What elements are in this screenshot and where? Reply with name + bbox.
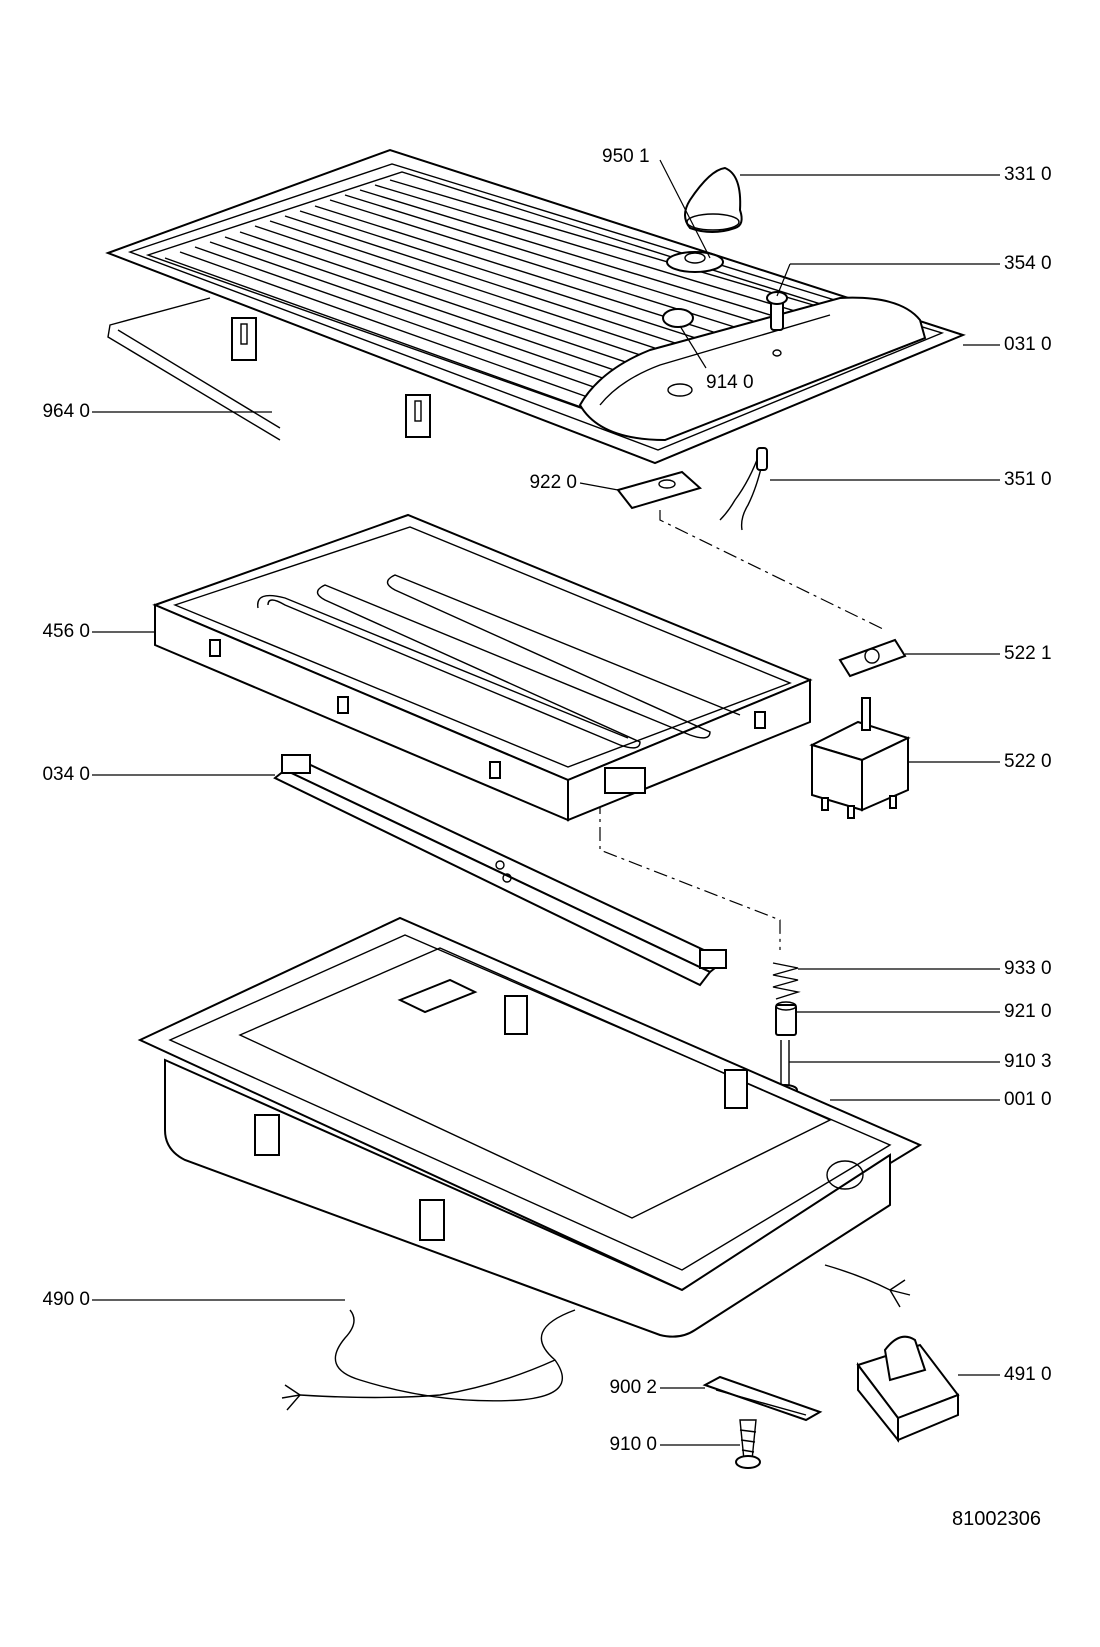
callout-921-0: 921 0 (1004, 1001, 1052, 1022)
cable-clip (702, 1375, 823, 1422)
plate-lug-left (231, 317, 257, 361)
short-screw (735, 1419, 761, 1469)
leader-lines (92, 159, 1000, 1446)
grill-ribs (164, 179, 821, 413)
callout-001-0: 001 0 (1004, 1089, 1052, 1110)
thermostat (809, 697, 911, 819)
guide-line-lower (599, 800, 781, 950)
strain-relief-block (856, 1335, 960, 1443)
knob-bezel (666, 251, 724, 273)
callout-490-0: 490 0 (42, 1289, 90, 1310)
terminal-block (604, 767, 646, 794)
thermostat-bracket (838, 638, 907, 678)
callout-522-0: 522 0 (1004, 751, 1052, 772)
spacer-sleeve (775, 1001, 797, 1036)
callout-456-0: 456 0 (42, 621, 90, 642)
callout-522-1: 522 1 (1004, 643, 1052, 664)
guide-line-upper (659, 510, 886, 631)
document-number: 81002306 (952, 1508, 1041, 1530)
callout-910-3: 910 3 (1004, 1051, 1052, 1072)
mounting-plate (616, 470, 703, 510)
wire-harness (719, 447, 768, 531)
retaining-clip (662, 308, 694, 328)
callout-034-0: 034 0 (42, 764, 90, 785)
power-cable (281, 1264, 911, 1411)
callout-354-0: 354 0 (1004, 253, 1052, 274)
pilot-lamp (766, 291, 788, 357)
spring (772, 962, 801, 1000)
callout-331-0: 331 0 (1004, 164, 1052, 185)
callout-964-0: 964 0 (42, 401, 90, 422)
callout-900-2: 900 2 (609, 1377, 657, 1398)
callout-031-0: 031 0 (1004, 334, 1052, 355)
heating-element-tray (152, 513, 813, 822)
callout-491-0: 491 0 (1004, 1364, 1052, 1385)
control-knob (684, 166, 743, 233)
callout-950-1: 950 1 (602, 146, 650, 167)
callout-922-0: 922 0 (529, 472, 577, 493)
support-bracket (273, 754, 727, 987)
callout-933-0: 933 0 (1004, 958, 1052, 979)
plate-lug-right (405, 394, 431, 438)
callout-910-0: 910 0 (609, 1434, 657, 1455)
base-pan (137, 916, 923, 1338)
callout-351-0: 351 0 (1004, 469, 1052, 490)
callout-914-0: 914 0 (706, 372, 754, 393)
grill-top-plate (105, 148, 966, 465)
